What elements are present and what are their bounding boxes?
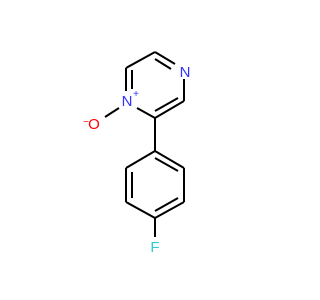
bond-n1-o [104, 107, 120, 118]
bond-c5-n4 [154, 51, 176, 65]
bond-c6-c5 [125, 51, 156, 69]
bond-c3-c2-inner [154, 97, 179, 112]
molecule-structure: N N + O − F [0, 0, 300, 300]
fluorophenyl-ring [125, 150, 185, 219]
atom-n-plus: N [122, 93, 133, 110]
bond-ph3-ph4-inner [154, 197, 179, 212]
canvas-background [0, 0, 300, 300]
atom-o-minus-charge: − [83, 117, 89, 128]
bond-ph3-ph4 [154, 201, 185, 219]
bond-c3-c2 [154, 100, 185, 119]
atom-n-top: N [180, 64, 191, 81]
pyrazine-ring [125, 51, 185, 119]
bond-ph6-ph1 [125, 150, 156, 169]
atom-fluorine: F [150, 239, 159, 256]
bond-ph1-ph2-inner [154, 157, 179, 172]
atom-n-plus-charge: + [133, 89, 139, 100]
bond-c2-n1 [136, 107, 156, 119]
bond-c5-n4-inner [154, 58, 172, 70]
bond-ph1-ph2 [154, 150, 185, 169]
atom-o-minus: O [88, 116, 100, 133]
bond-ph4-ph5 [125, 201, 156, 219]
